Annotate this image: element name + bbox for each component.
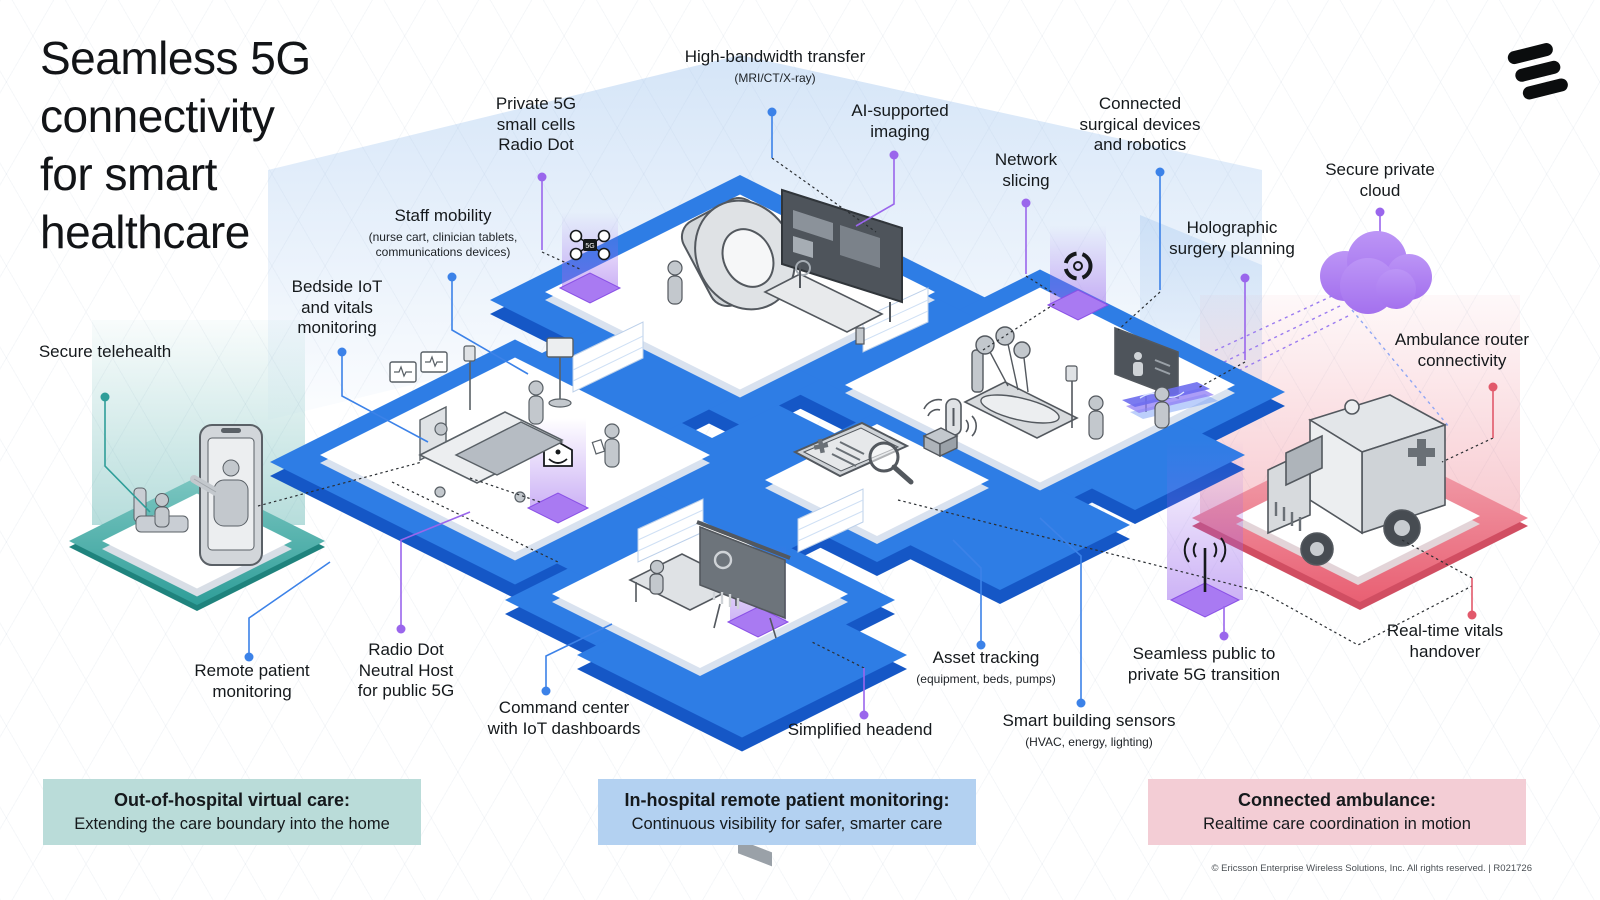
callout-label: Radio Dot Neutral Host for public 5G [357, 640, 455, 701]
callout-label: Private 5G small cells Radio Dot [495, 94, 577, 155]
callout-sublabel: (MRI/CT/X-ray) [734, 70, 816, 85]
ericsson-logo-icon [1507, 43, 1568, 100]
antenna-icon [1183, 537, 1227, 592]
callout-sublabel: (nurse cart, clinician tablets, communic… [368, 229, 518, 259]
callout-label: Network slicing [994, 150, 1058, 190]
banner-subtitle: Realtime care coordination in motion [1203, 815, 1471, 833]
callout-label: Real-time vitals handover [1386, 621, 1504, 661]
ai-imaging-screen [781, 188, 903, 322]
patient-at-home [154, 493, 170, 528]
title-line: Seamless 5G [40, 32, 311, 84]
page-title: Seamless 5G connectivity for smart healt… [40, 30, 311, 262]
doctor-figure [528, 380, 544, 425]
banner-title: Connected ambulance: [1237, 790, 1437, 810]
callout-ambulance-router: Ambulance router connectivity [1382, 330, 1542, 371]
callout-network-slicing: Network slicing [974, 150, 1078, 191]
callout-smart-building: Smart building sensors (HVAC, energy, li… [984, 711, 1194, 750]
operating-room [963, 326, 1218, 440]
bed-patient [434, 422, 448, 436]
stairs [572, 287, 929, 563]
command-operator [649, 559, 665, 595]
callout-radio-dot-neutral-host: Radio Dot Neutral Host for public 5G [350, 640, 462, 702]
callout-label: Remote patient monitoring [194, 661, 310, 701]
copyright-note: © Ericsson Enterprise Wireless Solutions… [1211, 863, 1532, 874]
callout-label: Secure telehealth [38, 342, 172, 361]
nurse-cart [546, 337, 574, 408]
callout-connected-surgical: Connected surgical devices and robotics [1074, 94, 1206, 156]
callout-label: Command center with IoT dashboards [487, 698, 641, 738]
callout-staff-mobility: Staff mobility (nurse cart, clinician ta… [353, 206, 533, 260]
callout-realtime-vitals: Real-time vitals handover [1375, 621, 1515, 662]
callout-label: Simplified headend [787, 720, 933, 739]
asset-sensor [922, 398, 977, 458]
callout-secure-cloud: Secure private cloud [1315, 160, 1445, 201]
title-line: connectivity [40, 89, 275, 142]
mri-technician [667, 260, 683, 305]
mri-room [667, 197, 884, 345]
radio-dot-small-cell-beam: 5G [558, 212, 622, 304]
title-line: healthcare [40, 205, 250, 258]
callout-label: Seamless public to private 5G transition [1127, 644, 1281, 684]
callout-label: Smart building sensors [1002, 711, 1176, 730]
callout-label: Staff mobility [394, 206, 492, 225]
surgical-robot [971, 326, 1031, 393]
callout-sublabel: (equipment, beds, pumps) [916, 671, 1056, 686]
callout-remote-patient: Remote patient monitoring [187, 661, 317, 702]
banner-in-hospital-monitoring: In-hospital remote patient monitoring: C… [598, 779, 976, 845]
callout-label: Connected surgical devices and robotics [1079, 94, 1201, 155]
patient-room [389, 337, 620, 503]
banner-subtitle: Extending the care boundary into the hom… [74, 815, 390, 833]
callout-holographic: Holographic surgery planning [1157, 218, 1307, 259]
callout-label: Holographic surgery planning [1169, 218, 1295, 258]
hospital-bed [418, 405, 564, 503]
callout-simplified-headend: Simplified headend [770, 720, 950, 741]
callout-asset-tracking: Asset tracking (equipment, beds, pumps) [906, 648, 1066, 687]
callout-label: Asset tracking [932, 648, 1040, 667]
asset-magnifier-icon [868, 441, 914, 485]
title-line: for smart [40, 147, 217, 200]
ambulance-scene [1192, 394, 1528, 610]
holo-viewer-figure [1154, 386, 1170, 429]
callout-bedside-iot: Bedside IoT and vitals monitoring [283, 277, 391, 339]
callout-seamless-transition: Seamless public to private 5G transition [1119, 644, 1289, 685]
callout-lines [104, 112, 1494, 712]
network-slicing-icon [1063, 251, 1093, 281]
callout-dots [100, 107, 1498, 720]
svg-text:5G: 5G [585, 243, 594, 250]
callout-label: High-bandwidth transfer [684, 47, 866, 66]
banner-connected-ambulance: Connected ambulance: Realtime care coord… [1148, 779, 1526, 845]
telehealth-phone [190, 424, 263, 566]
callout-sublabel: (HVAC, energy, lighting) [1025, 734, 1153, 749]
nurse-with-tablet [591, 423, 620, 468]
telehealth-scene [69, 424, 325, 611]
5g-beams: 5G [526, 212, 1243, 638]
callout-label: Secure private cloud [1325, 160, 1435, 200]
callout-command-center: Command center with IoT dashboards [486, 698, 642, 739]
banner-out-of-hospital-virtual-care: Out-of-hospital virtual care: Extending … [43, 779, 421, 845]
banner-subtitle: Continuous visibility for safer, smarter… [631, 815, 943, 833]
dashed-connectors [257, 157, 1494, 669]
surgeon-figure [1088, 395, 1104, 440]
iot-dashboard-screen [696, 520, 791, 867]
public-private-transition-beam [1167, 440, 1243, 618]
asset-tracking [792, 398, 977, 485]
callout-label: AI-supported imaging [851, 101, 949, 141]
command-center [628, 520, 791, 867]
callout-label: Ambulance router connectivity [1394, 330, 1530, 370]
ambulance [1267, 394, 1448, 566]
callout-label: Bedside IoT and vitals monitoring [291, 277, 383, 338]
callout-private-5g: Private 5G small cells Radio Dot [481, 94, 591, 156]
network-slicing-beam [1046, 225, 1110, 321]
secure-cloud-illustration [1211, 215, 1451, 429]
cloud-links [1211, 295, 1451, 429]
callout-secure-telehealth: Secure telehealth [25, 342, 185, 363]
callout-high-bandwidth: High-bandwidth transfer (MRI/CT/X-ray) [655, 47, 895, 86]
callout-ai-imaging: AI-supported imaging [835, 101, 965, 142]
drone-5g-icon: 5G [569, 229, 611, 261]
banner-title: In-hospital remote patient monitoring: [624, 790, 950, 810]
banner-title: Out-of-hospital virtual care: [113, 790, 351, 810]
